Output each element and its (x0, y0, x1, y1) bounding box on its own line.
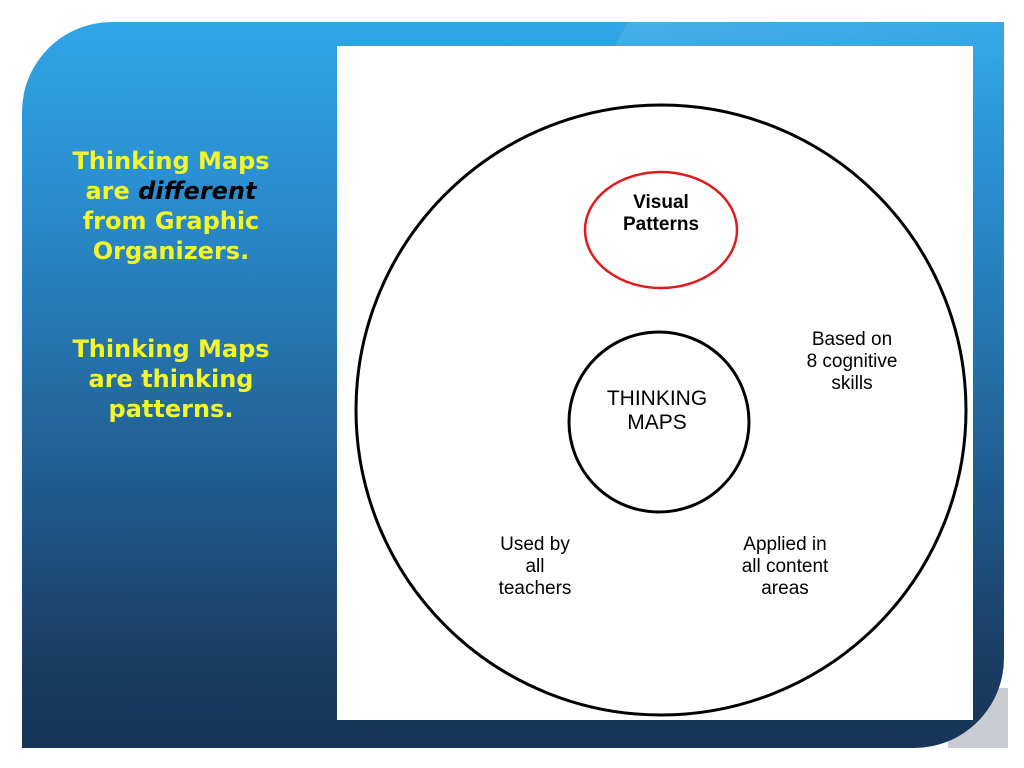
slide-text-panel: Thinking Maps are different from Graphic… (40, 146, 302, 424)
text-line: patterns. (40, 394, 302, 424)
label-line: Based on (811, 329, 893, 350)
outer-circle (354, 103, 968, 717)
label-line: Used by (500, 534, 570, 555)
content-areas-label: Applied in all content areas (705, 534, 865, 600)
label-line: teachers (498, 578, 572, 599)
label-line: skills (831, 373, 873, 394)
inner-circle (567, 330, 751, 514)
label-line: Patterns (622, 214, 700, 235)
text-line: are thinking (40, 364, 302, 394)
text-line: from Graphic (40, 206, 302, 236)
text-segment: Organizers. (92, 237, 250, 265)
text-line: Thinking Maps (40, 146, 302, 176)
thinking-maps-diagram: Visual Patterns THINKING MAPS Based on 8… (337, 46, 973, 720)
label-line: Applied in (743, 534, 827, 555)
visual-patterns-label: Visual Patterns (571, 192, 751, 236)
label-line: Visual (633, 192, 689, 213)
label-line: all content (741, 556, 829, 577)
diagram-canvas (354, 103, 968, 717)
text-segment: are (85, 177, 139, 205)
cognitive-skills-label: Based on 8 cognitive skills (767, 329, 937, 395)
label-line: areas (761, 578, 809, 599)
text-line: are different (40, 176, 302, 206)
text-line: Organizers. (40, 236, 302, 266)
text-segment: patterns. (108, 395, 234, 423)
text-segment: from Graphic (82, 207, 260, 235)
label-line: all (525, 556, 545, 577)
text-segment: are thinking (88, 365, 254, 393)
text-segment: Thinking Maps (72, 335, 270, 363)
center-label: THINKING MAPS (557, 387, 757, 435)
text-block-different: Thinking Maps are different from Graphic… (40, 146, 302, 266)
highlight-ellipse (583, 170, 739, 290)
text-line: Thinking Maps (40, 334, 302, 364)
teachers-label: Used by all teachers (465, 534, 605, 600)
label-line: THINKING (606, 387, 708, 410)
label-line: 8 cognitive (806, 351, 898, 372)
text-segment: Thinking Maps (72, 147, 270, 175)
emphasis-text: different (138, 177, 257, 205)
label-line: MAPS (627, 411, 687, 434)
text-block-patterns: Thinking Maps are thinking patterns. (40, 334, 302, 424)
